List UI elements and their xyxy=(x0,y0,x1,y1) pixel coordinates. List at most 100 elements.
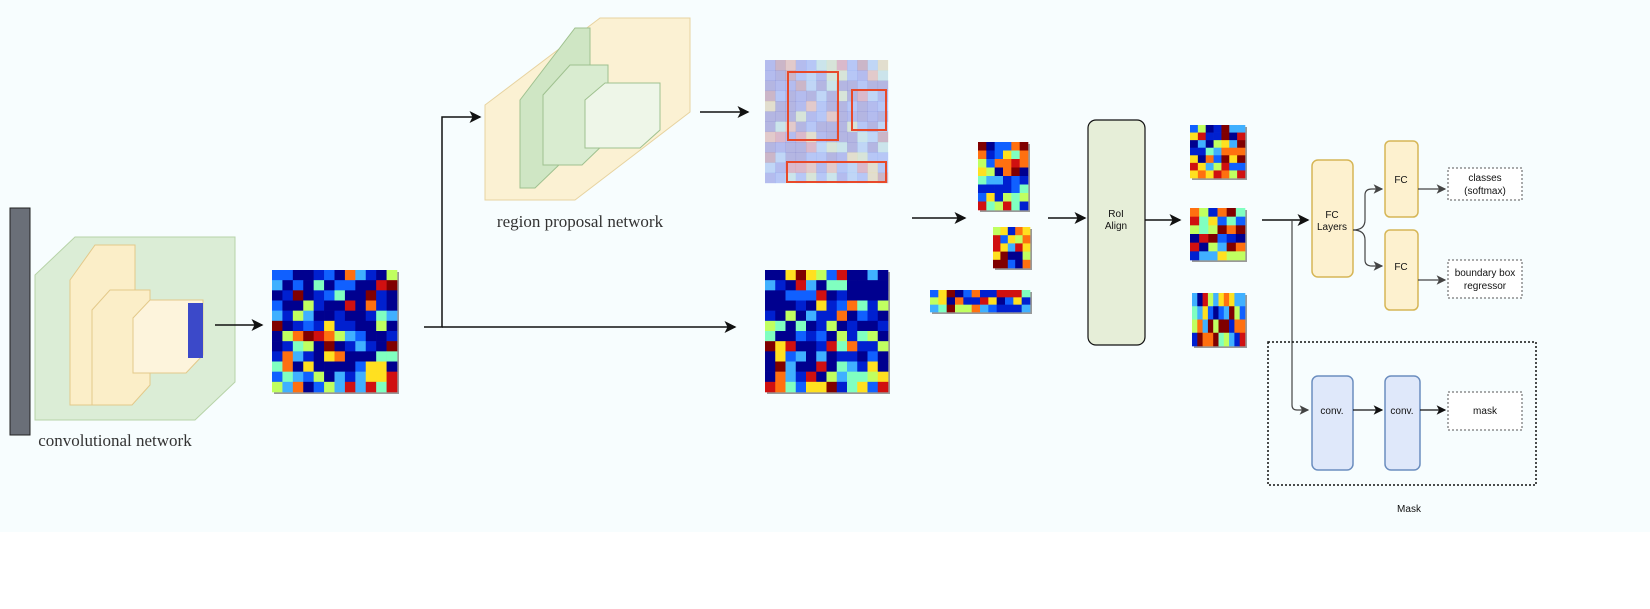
heatmap-cell xyxy=(1022,251,1031,261)
heatmap-cell xyxy=(826,280,838,291)
heatmap-cell xyxy=(785,381,797,393)
heatmap-cell xyxy=(775,341,786,352)
heatmap-cell xyxy=(386,331,398,342)
heatmap-cell xyxy=(1005,297,1014,305)
aligned-roi xyxy=(1192,293,1247,348)
heatmap-cell xyxy=(765,121,776,133)
heatmap-cell xyxy=(986,193,995,202)
heatmap-cell xyxy=(1229,162,1238,171)
heatmap-cell xyxy=(1239,319,1246,334)
heatmap-cell xyxy=(334,300,346,311)
heatmap-cell xyxy=(1015,259,1023,269)
heatmap-cell xyxy=(334,310,346,322)
heatmap-cell xyxy=(816,351,827,362)
heatmap-cell xyxy=(986,184,995,194)
heatmap-cell xyxy=(775,290,786,301)
heatmap-cell xyxy=(1019,159,1029,168)
heatmap-cell xyxy=(313,361,325,372)
heatmap-cell xyxy=(816,290,827,301)
heatmap-cell xyxy=(806,371,817,383)
heatmap-cell xyxy=(303,381,314,393)
heatmap-cell xyxy=(313,351,325,362)
heatmap-cell xyxy=(282,290,294,301)
heatmap-cell xyxy=(806,361,817,372)
heatmap-cell xyxy=(765,351,776,362)
feature-map-copy xyxy=(765,270,890,394)
heatmap-cell xyxy=(303,300,314,311)
heatmap-cell xyxy=(857,280,868,291)
heatmap-cell xyxy=(775,111,786,122)
heatmap-cell xyxy=(1218,319,1225,334)
heatmap-cell xyxy=(785,351,797,362)
heatmap-cell xyxy=(355,371,367,383)
heatmap-cell xyxy=(806,90,817,102)
heatmap-cell xyxy=(1190,155,1199,164)
heatmap-cell xyxy=(836,142,848,153)
heatmap-cell xyxy=(938,290,947,298)
heatmap-cell xyxy=(857,270,868,281)
heatmap-cell xyxy=(386,270,398,281)
heatmap-cell xyxy=(1207,306,1214,320)
heatmap-cell xyxy=(1007,235,1016,244)
mask-group-label: Mask xyxy=(1397,504,1422,515)
classes-label: classes xyxy=(1468,173,1501,184)
heatmap-cell xyxy=(816,320,827,332)
heatmap-cell xyxy=(1197,306,1203,320)
heatmap-cell xyxy=(1217,225,1227,235)
heatmap-cell xyxy=(816,310,827,322)
heatmap-cell xyxy=(836,381,848,393)
heatmap-cell xyxy=(806,80,817,92)
heatmap-cell xyxy=(946,297,956,305)
heatmap-cell xyxy=(324,300,335,311)
heatmap-cell xyxy=(1235,251,1246,261)
heatmap-cell xyxy=(775,371,786,383)
heatmap-cell xyxy=(857,101,868,112)
heatmap-cell xyxy=(1019,167,1029,177)
heatmap-cell xyxy=(877,70,889,81)
heatmap-cell xyxy=(1003,184,1012,194)
heatmap-cell xyxy=(282,320,294,332)
heatmap-cell xyxy=(324,361,335,372)
heatmap-cell xyxy=(282,270,294,281)
heatmap-cell xyxy=(877,111,889,122)
heatmap-cell xyxy=(816,111,827,122)
heatmap-cell xyxy=(978,150,987,160)
heatmap-cell xyxy=(867,162,879,174)
heatmap-cell xyxy=(1199,225,1209,235)
heatmap-cell xyxy=(826,142,838,153)
heatmap-cell xyxy=(376,300,387,311)
heatmap-cell xyxy=(324,381,335,393)
heatmap-cell xyxy=(1221,170,1230,179)
heatmap-cell xyxy=(775,351,786,362)
heatmap-cell xyxy=(836,280,848,291)
heatmap-cell xyxy=(836,341,848,352)
heatmap-cell xyxy=(1213,332,1219,347)
heatmap-cell xyxy=(795,90,807,102)
heatmap-cell xyxy=(993,243,1001,252)
heatmap-cell xyxy=(980,304,989,313)
heatmap-cell xyxy=(365,320,377,332)
heatmap-cell xyxy=(282,300,294,311)
heatmap-cell xyxy=(1213,140,1222,149)
heatmap-cell xyxy=(1226,225,1237,235)
heatmap-cell xyxy=(386,280,398,291)
heatmap-cell xyxy=(765,70,776,81)
heatmap-cell xyxy=(996,297,1006,305)
heatmap-cell xyxy=(292,320,304,332)
heatmap-cell xyxy=(806,300,817,311)
heatmap-cell xyxy=(303,331,314,342)
heatmap-cell xyxy=(1202,306,1209,320)
heatmap-cell xyxy=(272,300,283,311)
heatmap-cell xyxy=(386,351,398,362)
heatmap-cell xyxy=(867,320,879,332)
heatmap-cell xyxy=(993,251,1001,261)
heatmap-cell xyxy=(795,300,807,311)
heatmap-cell xyxy=(1226,216,1237,226)
heatmap-cell xyxy=(816,121,827,133)
heatmap-cell xyxy=(344,331,356,342)
heatmap-cell xyxy=(303,280,314,291)
heatmap-cell xyxy=(355,331,367,342)
heatmap-cell xyxy=(994,142,1004,151)
heatmap-cell xyxy=(344,270,356,281)
heatmap-cell xyxy=(765,131,776,143)
